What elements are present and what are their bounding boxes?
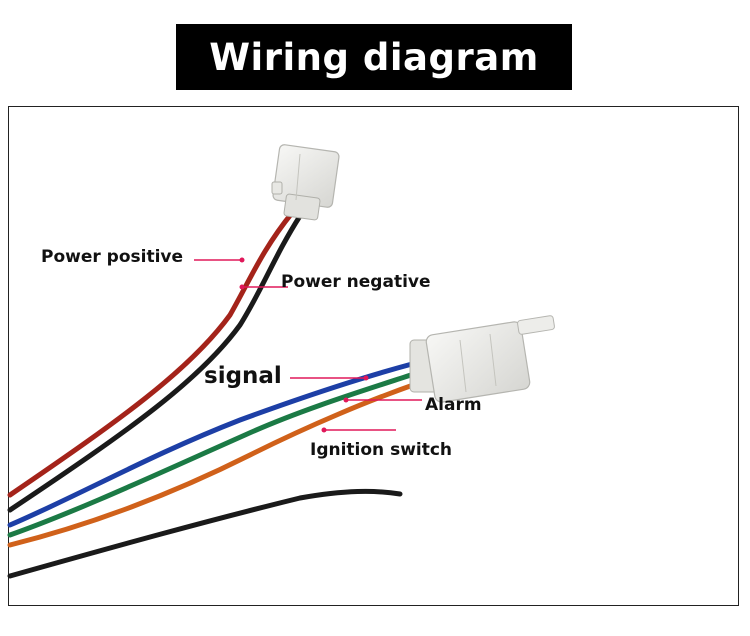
label-power-positive: Power positive xyxy=(41,247,183,267)
pointer-dot-ignition-switch xyxy=(321,427,327,433)
loose-black-wire xyxy=(7,488,403,579)
diagram-title: Wiring diagram xyxy=(209,35,539,79)
diagram-frame xyxy=(8,106,739,606)
alarm-wire xyxy=(7,371,417,538)
title-banner: Wiring diagram xyxy=(176,24,572,90)
pointer-dot-alarm xyxy=(343,397,349,403)
pointer-dot-power-positive xyxy=(239,257,245,263)
two-pin-connector-icon xyxy=(271,144,340,221)
signal-wire xyxy=(7,361,415,528)
pointer-dot-power-negative xyxy=(239,284,245,290)
ignition-wire xyxy=(7,381,419,548)
power-negative-wire xyxy=(7,213,303,513)
label-ignition-switch: Ignition switch xyxy=(310,440,452,460)
label-signal: signal xyxy=(204,363,282,389)
three-pin-connector-icon xyxy=(409,315,555,403)
label-alarm: Alarm xyxy=(425,395,482,415)
label-power-negative: Power negative xyxy=(281,272,431,292)
power-positive-wire xyxy=(7,210,295,498)
pointer-dot-signal xyxy=(363,375,369,381)
